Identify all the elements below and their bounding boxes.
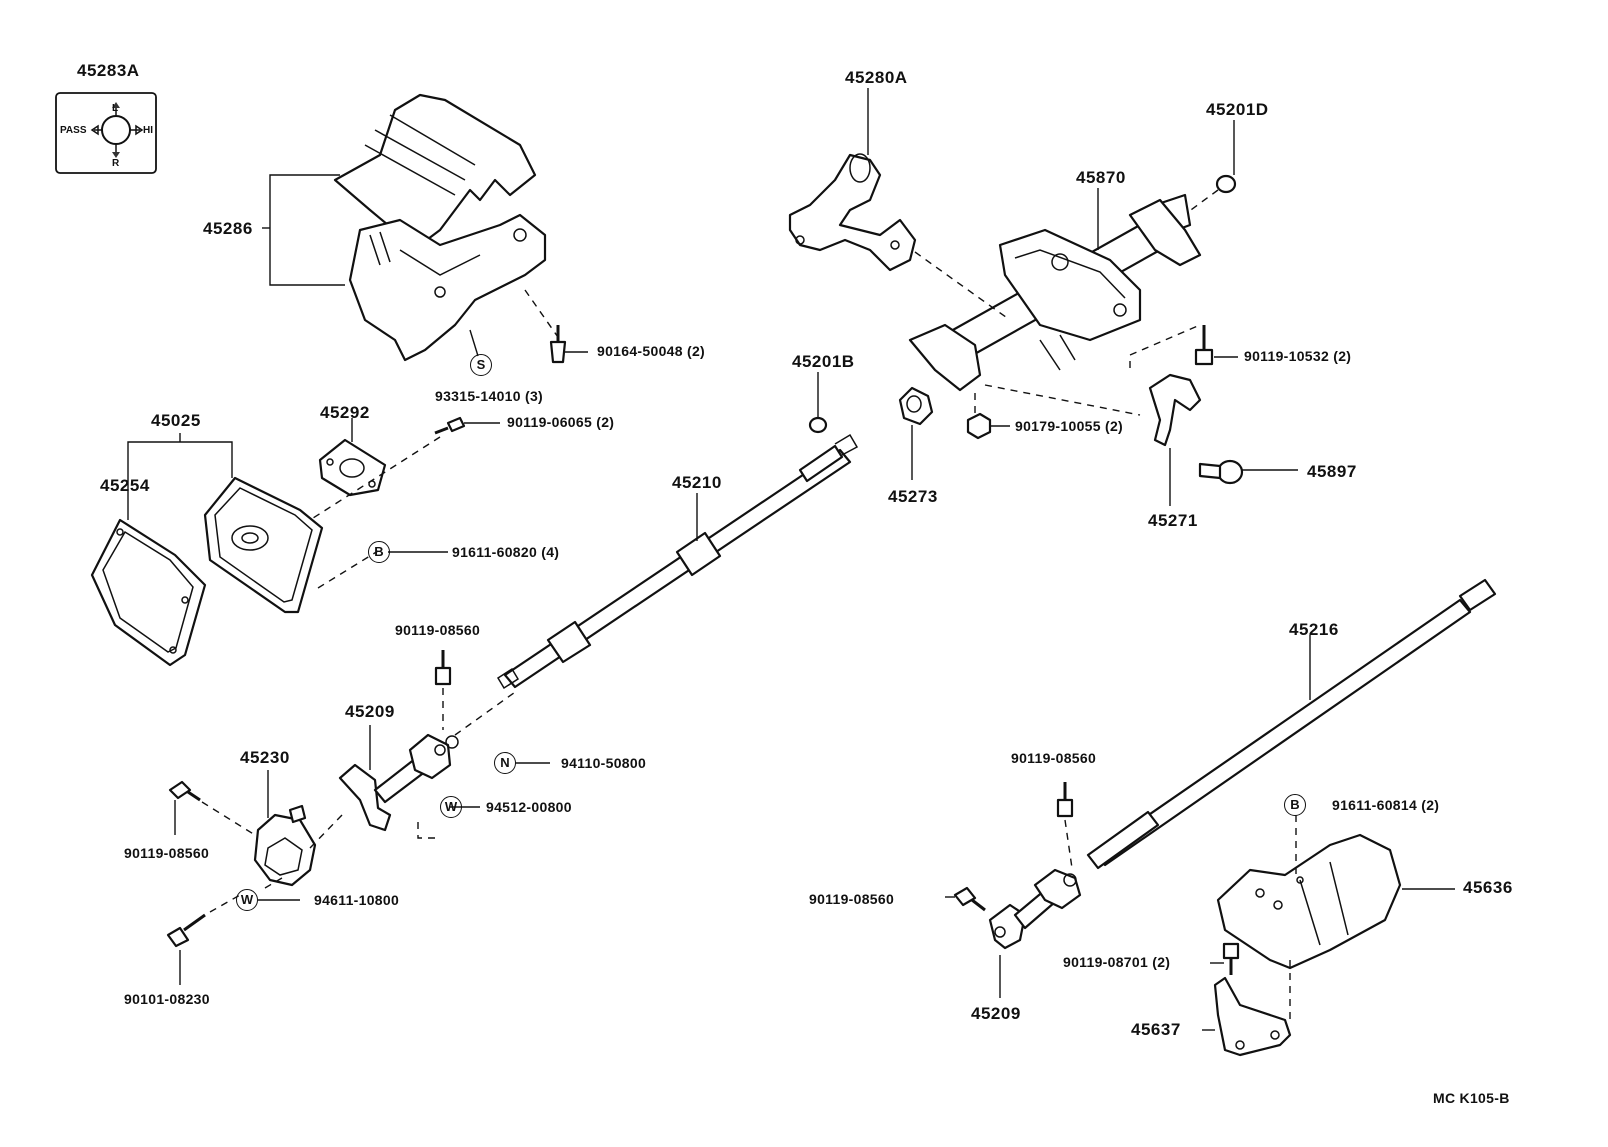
nut-45201B bbox=[808, 372, 828, 434]
label-45636: 45636 bbox=[1463, 878, 1513, 897]
label-45209-a: 45209 bbox=[345, 702, 395, 721]
label-45637: 45637 bbox=[1131, 1020, 1181, 1039]
screw-90119-08560-a bbox=[434, 650, 452, 730]
label-90119-08701: 90119-08701 (2) bbox=[1063, 954, 1171, 970]
label-45870: 45870 bbox=[1076, 168, 1126, 187]
switch-icon-box bbox=[55, 92, 157, 174]
label-45283A: 45283A bbox=[77, 61, 140, 80]
screw-90164 bbox=[524, 289, 588, 364]
bracket-45292 bbox=[318, 438, 387, 497]
label-90119-08560-b: 90119-08560 bbox=[124, 845, 210, 861]
switch-label-hi: HI bbox=[143, 125, 153, 136]
switch-label-pass: PASS bbox=[60, 125, 87, 136]
cover-45636 bbox=[1216, 833, 1402, 970]
label-90179-10055: 90179-10055 (2) bbox=[1015, 418, 1124, 434]
screw-90119-08560-d bbox=[945, 886, 986, 912]
label-45273: 45273 bbox=[888, 487, 938, 506]
coupling-45230 bbox=[253, 804, 317, 887]
bracket-45280A bbox=[788, 153, 917, 272]
symbol-b: B bbox=[368, 541, 390, 563]
switch-label-r: R bbox=[112, 158, 120, 169]
label-45025: 45025 bbox=[151, 411, 201, 430]
bracket-45286 bbox=[269, 174, 345, 286]
label-90101-08230: 90101-08230 bbox=[124, 991, 210, 1007]
label-45897: 45897 bbox=[1307, 462, 1357, 481]
label-94512-00800: 94512-00800 bbox=[486, 799, 572, 815]
label-45210: 45210 bbox=[672, 473, 722, 492]
label-45292: 45292 bbox=[320, 403, 370, 422]
symbol-n: N bbox=[494, 752, 516, 774]
label-90119-08560-d: 90119-08560 bbox=[809, 891, 895, 907]
label-90119-06065: 90119-06065 (2) bbox=[507, 414, 615, 430]
symbol-s: S bbox=[470, 354, 492, 376]
bolt-90101-08230 bbox=[166, 894, 241, 985]
label-45209-b: 45209 bbox=[971, 1004, 1021, 1023]
label-90119-08560-c: 90119-08560 bbox=[1011, 750, 1097, 766]
label-90119-08560-a: 90119-08560 bbox=[395, 622, 481, 638]
label-45201D: 45201D bbox=[1206, 100, 1269, 119]
symbol-w: W bbox=[440, 796, 462, 818]
clamp-45271 bbox=[1148, 373, 1202, 506]
label-90164-50048: 90164-50048 (2) bbox=[597, 343, 706, 359]
label-45286: 45286 bbox=[203, 219, 253, 238]
symbol-w2: W bbox=[236, 889, 258, 911]
gasket-45254 bbox=[90, 518, 207, 667]
shaft-45216 bbox=[1086, 578, 1497, 870]
screw-90119-08560-c bbox=[1056, 782, 1074, 869]
bushing-45273 bbox=[898, 386, 934, 480]
screw-90119-08560-b bbox=[168, 780, 256, 836]
label-91611-60820: 91611-60820 (4) bbox=[452, 544, 560, 560]
label-90119-10532: 90119-10532 (2) bbox=[1244, 348, 1352, 364]
label-93315-14010: 93315-14010 (3) bbox=[435, 388, 544, 404]
shaft-45210 bbox=[496, 433, 859, 690]
symbol-b2: B bbox=[1284, 794, 1306, 816]
bracket-45637 bbox=[1213, 976, 1292, 1057]
nut-45201D bbox=[1179, 120, 1237, 219]
stopper-45897 bbox=[1198, 459, 1298, 485]
label-45230: 45230 bbox=[240, 748, 290, 767]
label-91611-60814: 91611-60814 (2) bbox=[1332, 797, 1440, 813]
label-94110-50800: 94110-50800 bbox=[561, 755, 647, 771]
label-94611-10800: 94611-10800 bbox=[314, 892, 400, 908]
label-45280A: 45280A bbox=[845, 68, 908, 87]
screw-90119-06065 bbox=[309, 416, 500, 521]
column-45870 bbox=[908, 193, 1202, 392]
plate-45025 bbox=[203, 476, 324, 614]
screw-90119-08701 bbox=[1210, 942, 1240, 975]
label-45254: 45254 bbox=[100, 476, 150, 495]
label-45201B: 45201B bbox=[792, 352, 855, 371]
nut-90179 bbox=[966, 390, 1010, 440]
u-joint-45209-b bbox=[988, 868, 1082, 950]
switch-label-l: L bbox=[112, 103, 119, 114]
reference-code: MC K105-B bbox=[1433, 1090, 1510, 1106]
label-45271: 45271 bbox=[1148, 511, 1198, 530]
screw-90119-10532 bbox=[1129, 324, 1238, 368]
column-cover-45286 bbox=[333, 93, 547, 362]
u-joint-45209-a bbox=[338, 733, 459, 832]
label-45216: 45216 bbox=[1289, 620, 1339, 639]
